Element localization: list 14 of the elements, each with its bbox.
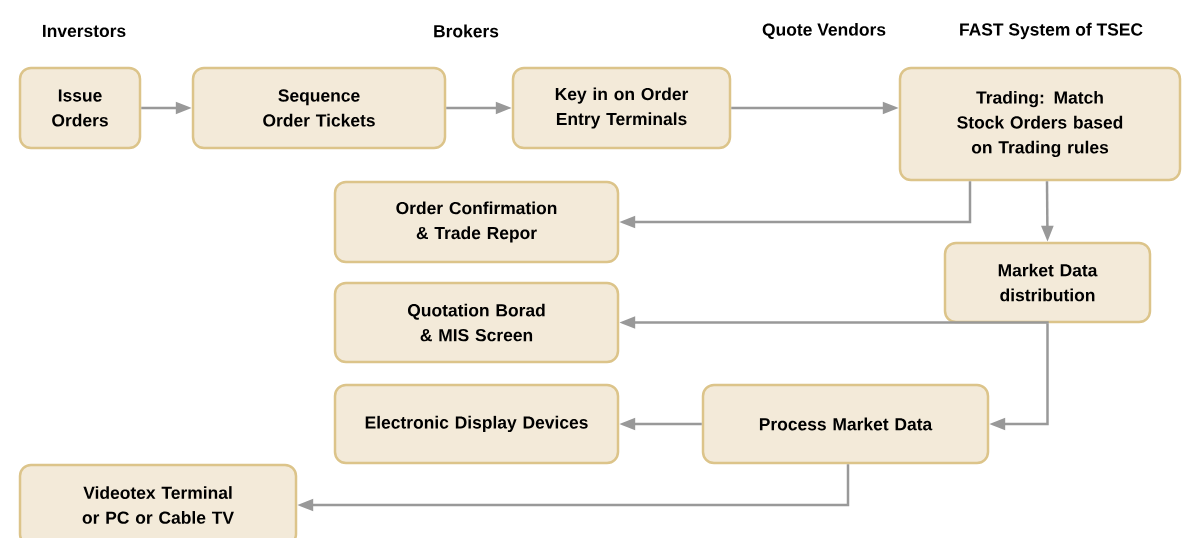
process-box: Quotation Borad & MIS Screen: [333, 281, 620, 364]
column-heading: Inverstors: [43, 24, 126, 38]
process-box: Key in on Order Entry Terminals: [511, 66, 732, 150]
process-box: Market Data distribution: [943, 241, 1152, 324]
process-box: Process Market Data: [701, 383, 990, 465]
column-heading: FAST System of TSEC: [960, 22, 1143, 40]
process-box: Electronic Display Devices: [333, 383, 620, 465]
column-heading: Brokers: [434, 24, 499, 38]
process-box: Sequence Order Tickets: [191, 66, 447, 150]
column-heading: Quote Vendors: [762, 22, 886, 40]
process-box: Order Confirmation & Trade Repor: [333, 180, 620, 264]
process-box: Videotex Terminal or PC or Cable TV: [18, 463, 298, 538]
process-box: Trading: Match Stock Orders based on Trading rules: [898, 66, 1182, 182]
process-box: Issue Orders: [18, 66, 142, 150]
